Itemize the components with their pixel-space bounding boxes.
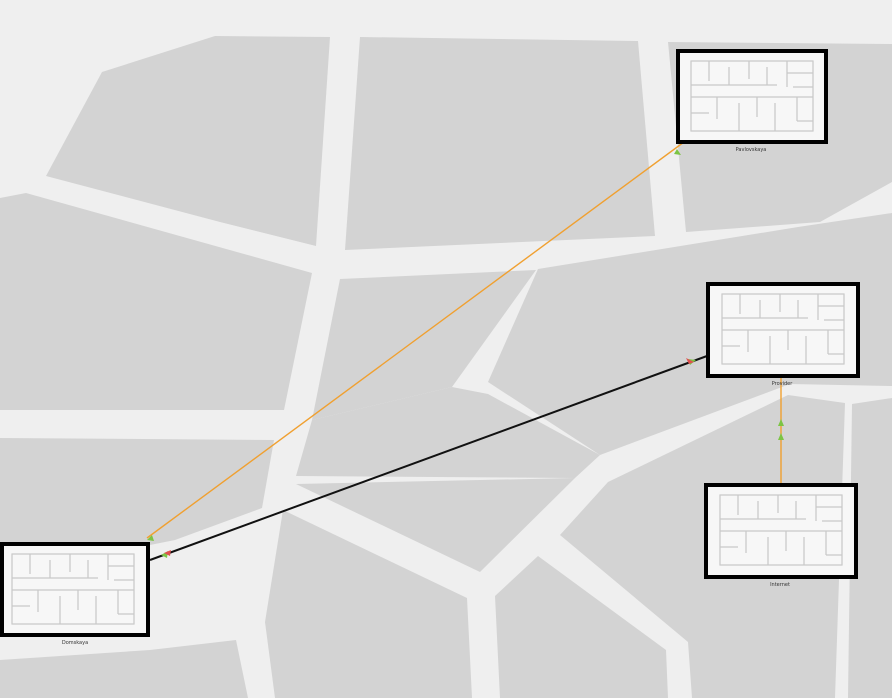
city-block bbox=[0, 640, 248, 698]
city-block bbox=[312, 270, 536, 420]
node-domskaya[interactable]: Domskaya bbox=[0, 542, 150, 646]
link-domskaya-pavlovskaya[interactable] bbox=[146, 141, 685, 539]
link-arrows bbox=[147, 149, 784, 558]
city-block bbox=[560, 395, 845, 698]
arrow-up-icon bbox=[147, 535, 154, 541]
city-block bbox=[495, 556, 668, 698]
city-block bbox=[296, 387, 600, 478]
links bbox=[146, 141, 782, 561]
city-block bbox=[46, 36, 330, 246]
arrow-up-icon bbox=[778, 419, 784, 426]
city-block bbox=[265, 510, 472, 698]
node-pavlovskaya[interactable]: Pavlovskaya bbox=[676, 49, 828, 153]
city-block bbox=[0, 438, 274, 545]
arrow-down-icon bbox=[164, 550, 171, 556]
node-label-pavlovskaya: Pavlovskaya bbox=[736, 147, 767, 153]
arrow-up-icon bbox=[778, 433, 784, 440]
node-label-domskaya: Domskaya bbox=[62, 640, 88, 646]
link-domskaya-provider[interactable] bbox=[149, 355, 708, 561]
city-block bbox=[0, 193, 312, 410]
city-blocks bbox=[0, 36, 892, 698]
city-block bbox=[488, 213, 892, 455]
city-block bbox=[296, 478, 575, 572]
arrow-up-icon bbox=[674, 149, 681, 155]
city-block bbox=[848, 398, 892, 698]
node-label-internet: Internet bbox=[770, 582, 790, 588]
node-label-provider: Provider bbox=[772, 381, 794, 387]
node-provider[interactable]: Provider bbox=[706, 282, 860, 387]
node-internet[interactable]: Internet bbox=[704, 483, 858, 588]
arrow-down-icon bbox=[686, 358, 694, 364]
city-block bbox=[345, 37, 655, 250]
